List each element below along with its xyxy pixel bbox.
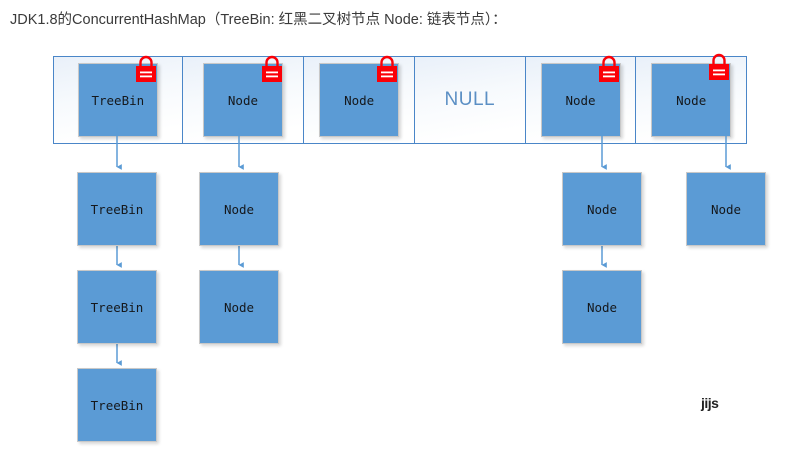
bucket-head-label-0: TreeBin bbox=[91, 92, 145, 108]
page-title: JDK1.8的ConcurrentHashMap（TreeBin: 红黑二叉树节… bbox=[10, 12, 507, 28]
bucket-head-box-2[interactable]: Node bbox=[319, 63, 400, 137]
bucket-cell-0[interactable]: TreeBin bbox=[54, 55, 183, 143]
bucket-null-label-3: NULL bbox=[444, 89, 496, 110]
chain-box-label-0-0: TreeBin bbox=[90, 201, 144, 217]
bucket-head-box-1[interactable]: Node bbox=[202, 63, 283, 137]
chain-box-label-4-1: Node bbox=[586, 299, 618, 315]
bucket-cell-3[interactable]: NULL bbox=[414, 57, 526, 143]
chain-box-0-1[interactable]: TreeBin bbox=[77, 270, 157, 344]
bucket-cell-5[interactable]: Node bbox=[636, 53, 747, 143]
bucket-head-box-0[interactable]: TreeBin bbox=[77, 63, 158, 137]
chain-box-1-1[interactable]: Node bbox=[199, 270, 279, 344]
chain-box-0-2[interactable]: TreeBin bbox=[77, 368, 157, 442]
chain-box-0-0[interactable]: TreeBin bbox=[77, 172, 157, 246]
bucket-head-box-5[interactable]: Node bbox=[651, 63, 732, 137]
chain-box-label-1-1: Node bbox=[223, 299, 255, 315]
bucket-head-label-2: Node bbox=[344, 92, 375, 108]
chain-box-1-0[interactable]: Node bbox=[199, 172, 279, 246]
bucket-head-label-1: Node bbox=[227, 92, 258, 108]
bucket-cell-2[interactable]: Node bbox=[304, 55, 415, 143]
watermark: jijs bbox=[701, 395, 719, 411]
bucket-cell-1[interactable]: Node bbox=[182, 55, 305, 143]
chain-box-4-0[interactable]: Node bbox=[562, 172, 642, 246]
bucket-cell-4[interactable]: Node bbox=[525, 55, 637, 143]
chain-box-label-1-0: Node bbox=[223, 201, 255, 217]
chain-box-label-4-0: Node bbox=[586, 201, 618, 217]
chain-box-label-0-1: TreeBin bbox=[90, 299, 144, 315]
bucket-head-label-4: Node bbox=[565, 92, 596, 108]
bucket-array-table: TreeBin Node Node bbox=[53, 53, 747, 144]
chain-box-label-0-2: TreeBin bbox=[90, 397, 144, 413]
bucket-head-box-4[interactable]: Node bbox=[540, 63, 621, 137]
chain-box-label-5-0: Node bbox=[710, 201, 742, 217]
chain-box-4-1[interactable]: Node bbox=[562, 270, 642, 344]
chain-box-5-0[interactable]: Node bbox=[686, 172, 766, 246]
bucket-head-label-5: Node bbox=[676, 92, 707, 108]
